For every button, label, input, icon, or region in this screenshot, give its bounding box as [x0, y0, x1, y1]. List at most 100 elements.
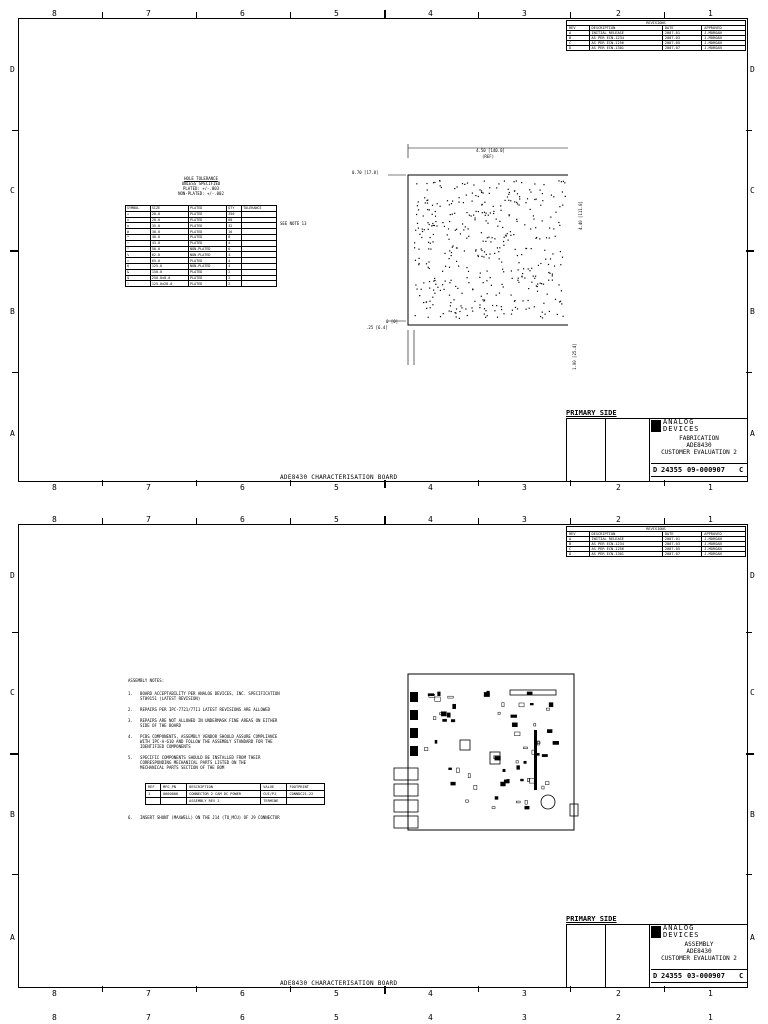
drill-hole [448, 266, 451, 268]
zone-label: A [750, 429, 755, 438]
zone-label: D [750, 65, 755, 74]
drill-hole [468, 282, 470, 284]
drill-holes [414, 180, 566, 319]
drill-hole [530, 228, 532, 230]
drill-hole [474, 300, 476, 302]
zone-label: 5 [334, 483, 339, 492]
board-title: ADE8430 CHARACTERISATION BOARD [280, 980, 398, 987]
drill-hole [549, 227, 551, 229]
revision-cell: AS PER ECN-1301 [588, 551, 663, 557]
drill-hole [417, 201, 419, 203]
title-block: ANALOG DEVICES ASSEMBLY ADE8430 CUSTOMER… [566, 924, 748, 988]
drill-hole [548, 310, 550, 312]
drill-hole [530, 248, 532, 250]
drill-hole [437, 286, 439, 288]
drill-hole [463, 250, 465, 252]
component-footprint [442, 718, 447, 722]
zone-label: C [10, 688, 15, 697]
drill-hole [416, 183, 418, 185]
drill-hole [426, 199, 428, 202]
drill-hole [429, 307, 431, 309]
zone-label: 2 [616, 483, 621, 492]
drill-hole [550, 216, 552, 218]
drill-hole [427, 209, 429, 211]
drill-hole [454, 212, 456, 214]
drill-hole [429, 236, 431, 239]
drill-hole [483, 251, 486, 253]
zone-label: 1 [708, 1013, 713, 1022]
component-footprint [491, 806, 496, 809]
drill-hole [475, 250, 477, 252]
drill-hole [489, 277, 491, 279]
drill-cell: 40.0 [149, 234, 190, 241]
component-footprint [524, 800, 528, 805]
drill-hole [489, 212, 491, 214]
component-footprint [433, 716, 437, 720]
company-name: ANALOG DEVICES [663, 419, 700, 433]
drill-hole [473, 214, 475, 216]
drill-hole [535, 285, 537, 287]
drill-hole [486, 270, 488, 272]
drill-hole [447, 228, 450, 230]
drill-title: HOLE TOLERANCE [184, 176, 218, 181]
drill-hole [483, 308, 486, 310]
drill-hole [513, 234, 515, 236]
zone-label: 6 [240, 989, 245, 998]
drill-hole [518, 262, 520, 264]
drill-hole [528, 288, 530, 290]
zone-label: D [750, 571, 755, 580]
drill-hole [460, 305, 462, 307]
drawing-title: FABRICATION ADE8430 CUSTOMER EVALUATION … [651, 435, 747, 456]
drill-hole [479, 307, 481, 309]
drill-hole [426, 189, 428, 191]
drill-hole [525, 202, 527, 204]
drill-hole [511, 277, 513, 279]
drill-hole [558, 180, 560, 182]
drill-hole [489, 253, 491, 255]
component-footprint [497, 711, 501, 715]
drill-hole [416, 205, 418, 207]
drill-hole [531, 267, 533, 269]
revision-cell: D [566, 45, 590, 51]
drill-hole [468, 214, 470, 216]
drill-hole [496, 305, 498, 307]
primary-side-label: PRIMARY SIDE [566, 409, 617, 417]
drill-hole [559, 224, 561, 226]
drill-hole [461, 307, 463, 309]
drill-hole [553, 265, 556, 267]
zone-label: 8 [52, 1013, 57, 1022]
drill-hole [534, 183, 536, 185]
component-footprint [516, 765, 520, 770]
drill-hole [459, 233, 461, 235]
drill-hole [545, 258, 547, 260]
component-footprints [424, 690, 559, 810]
drill-hole [425, 301, 427, 303]
drill-hole [450, 279, 452, 281]
drill-hole [486, 237, 488, 239]
drill-hole [418, 248, 420, 250]
drill-hole [485, 253, 487, 256]
drill-header: SIZE [149, 205, 190, 212]
drill-hole [432, 296, 434, 298]
drill-hole [429, 300, 431, 302]
zone-label: 7 [146, 483, 151, 492]
drill-hole [448, 258, 450, 260]
drill-hole [468, 235, 470, 237]
component-header: FOOTPRINT [286, 783, 325, 791]
drill-hole [510, 200, 512, 202]
component-footprint [520, 778, 524, 782]
revision-cell: 2007-07 [661, 45, 703, 51]
drill-hole [498, 183, 500, 185]
drill-hole [467, 270, 470, 272]
note-item: 4. PCBS COMPONENTS, ASSEMBLY VENDOR SHOU… [128, 734, 278, 749]
drill-hole [466, 182, 469, 184]
component-footprint [500, 781, 506, 787]
component-footprint [526, 691, 533, 695]
drill-hole [524, 224, 526, 226]
drill-hole [480, 190, 483, 192]
drill-hole [423, 282, 425, 284]
drill-hole [484, 214, 486, 216]
company-name: ANALOG DEVICES [663, 925, 700, 939]
drill-hole [494, 252, 496, 254]
drill-hole [455, 316, 457, 318]
